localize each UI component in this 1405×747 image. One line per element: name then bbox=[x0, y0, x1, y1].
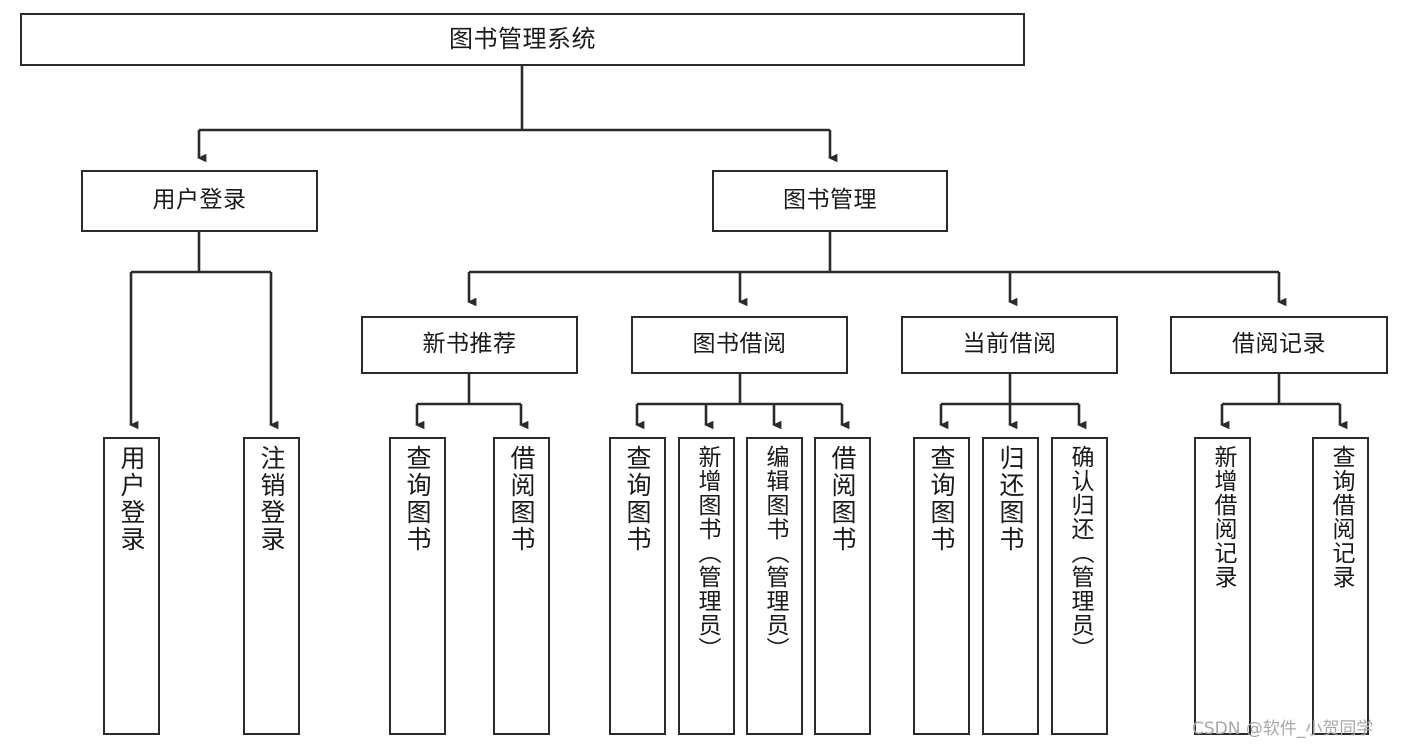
node-user-login-label: 用户登录 bbox=[152, 187, 247, 214]
leaf-user-login-label: 用户登录 bbox=[117, 445, 146, 553]
leaf-edit-book-label: 编辑图书（管理员） bbox=[762, 445, 788, 661]
leaf-add-book[interactable]: 新增图书（管理员） bbox=[678, 437, 735, 735]
node-new-book-recommend-label: 新书推荐 bbox=[422, 331, 517, 358]
leaf-return-book-label: 归还图书 bbox=[996, 445, 1025, 553]
leaf-query-record-label: 查询借阅记录 bbox=[1328, 445, 1354, 589]
leaf-borrow-book-1[interactable]: 借阅图书 bbox=[493, 437, 550, 735]
leaf-query-book-2[interactable]: 查询图书 bbox=[609, 437, 666, 735]
leaf-confirm-return-label: 确认归还（管理员） bbox=[1067, 445, 1093, 661]
node-new-book-recommend[interactable]: 新书推荐 bbox=[361, 316, 578, 374]
leaf-borrow-book-1-label: 借阅图书 bbox=[507, 445, 536, 553]
node-current-borrow-label: 当前借阅 bbox=[962, 331, 1057, 358]
node-book-management[interactable]: 图书管理 bbox=[712, 170, 948, 232]
node-root-label: 图书管理系统 bbox=[449, 25, 596, 54]
leaf-borrow-book-2[interactable]: 借阅图书 bbox=[814, 437, 871, 735]
leaf-logout-login[interactable]: 注销登录 bbox=[243, 437, 300, 735]
leaf-logout-login-label: 注销登录 bbox=[257, 445, 286, 553]
leaf-query-book-1-label: 查询图书 bbox=[403, 445, 432, 553]
node-borrow-record-label: 借阅记录 bbox=[1232, 331, 1326, 358]
node-borrow-record[interactable]: 借阅记录 bbox=[1170, 316, 1388, 374]
node-current-borrow[interactable]: 当前借阅 bbox=[901, 316, 1118, 374]
leaf-user-login[interactable]: 用户登录 bbox=[103, 437, 160, 735]
leaf-add-record-label: 新增借阅记录 bbox=[1210, 445, 1236, 589]
leaf-add-record[interactable]: 新增借阅记录 bbox=[1194, 437, 1251, 735]
leaf-add-book-label: 新增图书（管理员） bbox=[694, 445, 720, 661]
leaf-query-book-2-label: 查询图书 bbox=[623, 445, 652, 553]
leaf-edit-book[interactable]: 编辑图书（管理员） bbox=[746, 437, 803, 735]
leaf-query-book-3-label: 查询图书 bbox=[927, 445, 956, 553]
watermark-text: CSDN @软件_小贺同学 bbox=[1192, 719, 1374, 739]
leaf-borrow-book-2-label: 借阅图书 bbox=[828, 445, 857, 553]
leaf-query-book-1[interactable]: 查询图书 bbox=[389, 437, 446, 735]
node-root[interactable]: 图书管理系统 bbox=[20, 13, 1025, 66]
leaf-query-record[interactable]: 查询借阅记录 bbox=[1312, 437, 1369, 735]
node-user-login[interactable]: 用户登录 bbox=[81, 170, 318, 232]
leaf-query-book-3[interactable]: 查询图书 bbox=[913, 437, 970, 735]
node-book-borrow-label: 图书借阅 bbox=[692, 331, 787, 358]
node-book-management-label: 图书管理 bbox=[783, 187, 877, 214]
leaf-return-book[interactable]: 归还图书 bbox=[982, 437, 1039, 735]
node-book-borrow[interactable]: 图书借阅 bbox=[631, 316, 848, 374]
leaf-confirm-return[interactable]: 确认归还（管理员） bbox=[1051, 437, 1108, 735]
